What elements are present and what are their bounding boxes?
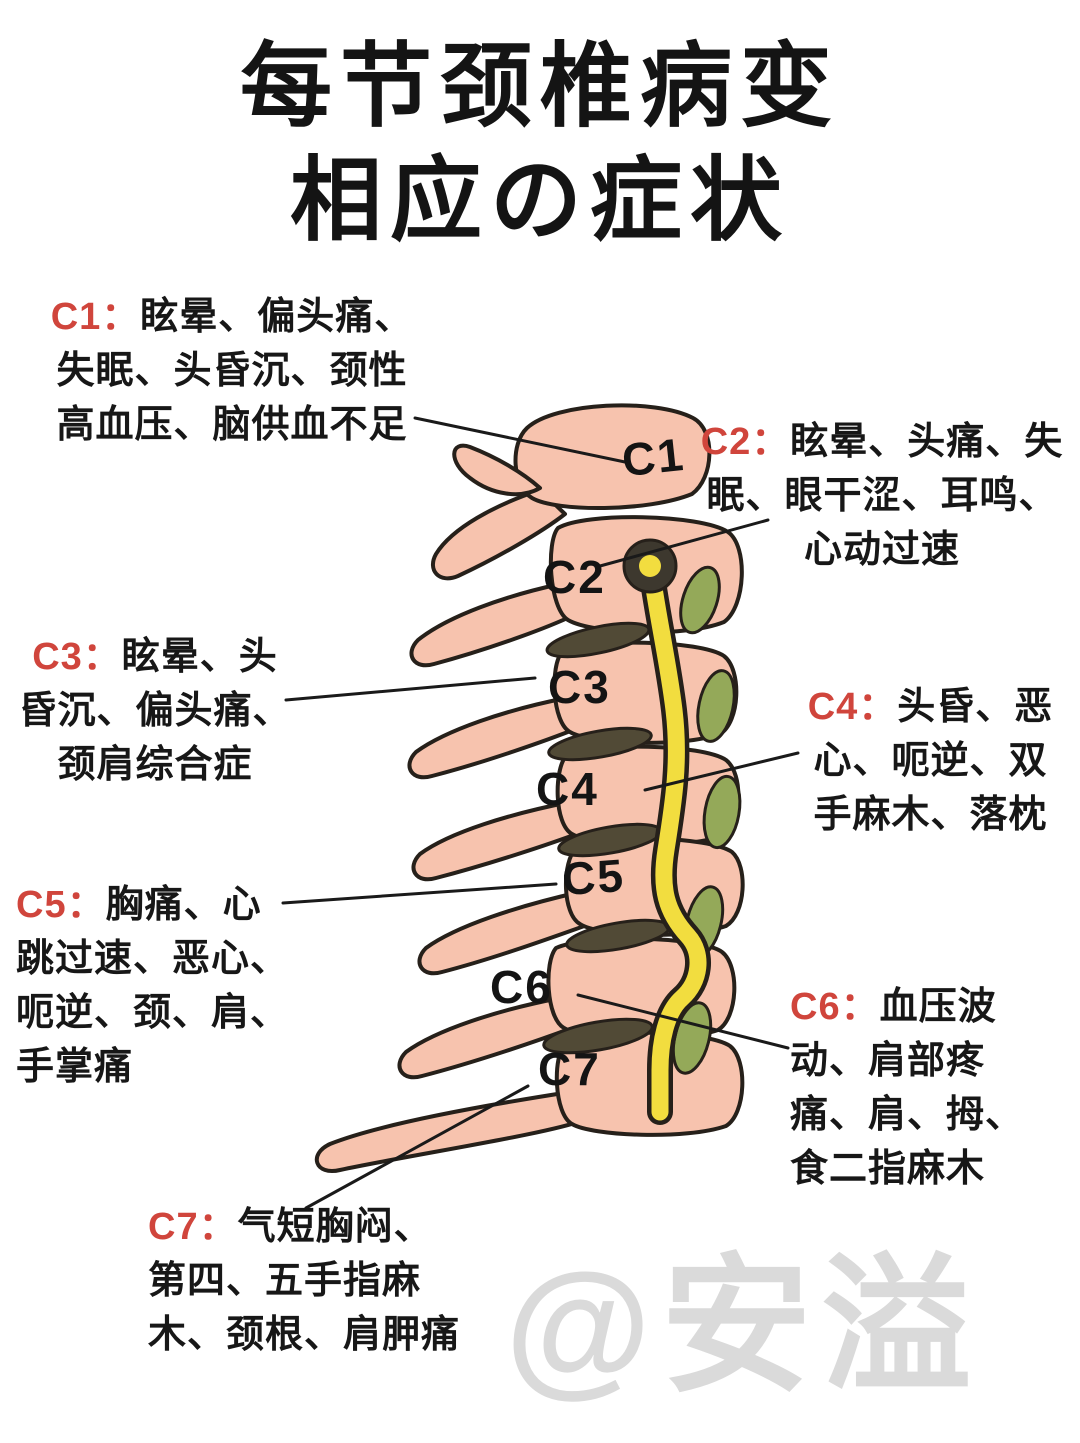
annotation-c4-text-2: 心、呃逆、双: [813, 740, 1048, 782]
annotation-c5-text-2: 跳过速、恶心、: [16, 938, 290, 980]
annotation-c7-text-2: 第四、五手指麻: [148, 1260, 422, 1302]
annotation-c6: C6：血压波 动、肩部疼 痛、肩、拇、 食二指麻木: [790, 980, 1050, 1196]
title-line-1: 每节颈椎病变: [239, 36, 840, 138]
annotation-c2-text-2: 眠、眼干涩、耳鸣、: [706, 475, 1058, 517]
annotation-c1-text-3: 高血压、脑供血不足: [56, 404, 408, 446]
annotation-c2-number: C2：: [700, 421, 791, 463]
spine-label-c2: C2: [543, 551, 606, 603]
annotation-c7-text-1: 气短胸闷、: [237, 1206, 433, 1248]
spine-label-c3: C3: [548, 661, 611, 713]
leader-line-c1: [413, 416, 627, 464]
nerve-cord: [637, 547, 711, 1125]
leader-line-c6: [576, 993, 790, 1050]
annotation-c1-line-1: C1：眩晕、偏头痛、: [22, 290, 442, 344]
annotation-c1-text-2: 失眠、头昏沉、颈性: [56, 350, 408, 392]
leader-line-c5: [281, 882, 558, 905]
annotation-c7: C7：气短胸闷、 第四、五手指麻 木、颈根、肩胛痛: [148, 1200, 498, 1362]
leader-lines: [281, 416, 800, 1210]
annotation-c4-text-1: 头昏、恶: [897, 686, 1054, 728]
annotation-c6-text-3: 痛、肩、拇、: [790, 1094, 1025, 1136]
spine-label-c7: C7: [538, 1043, 601, 1095]
spine-label-c4: C4: [536, 763, 599, 815]
annotation-c6-text-4: 食二指麻木: [790, 1148, 986, 1190]
leader-line-c3: [284, 676, 537, 702]
annotation-c3-text-3: 颈肩综合症: [57, 744, 253, 786]
annotation-c7-line-1: C7：气短胸闷、: [148, 1200, 498, 1254]
annotation-c6-line-1: C6：血压波: [790, 980, 1050, 1034]
annotation-c2: C2：眩晕、头痛、失 眠、眼干涩、耳鸣、 心动过速: [692, 415, 1072, 577]
annotation-c7-text-3: 木、颈根、肩胛痛: [148, 1314, 461, 1356]
annotation-c4-number: C4：: [807, 686, 898, 728]
annotation-c3-line-1: C3：眩晕、头: [10, 630, 300, 684]
annotation-c4: C4：头昏、恶 心、呃逆、双 手麻木、落枕: [788, 680, 1073, 842]
annotation-c6-text-1: 血压波: [879, 986, 997, 1028]
leader-line-c7: [304, 1084, 530, 1210]
annotation-c2-text-3: 心动过速: [803, 529, 960, 571]
spine-label-c1: C1: [619, 427, 688, 487]
annotation-c2-line-1: C2：眩晕、头痛、失: [692, 415, 1072, 469]
annotation-c4-text-3: 手麻木、落枕: [813, 794, 1048, 836]
annotation-c3: C3：眩晕、头 昏沉、偏头痛、 颈肩综合症: [10, 630, 300, 792]
intervertebral-discs: [542, 621, 671, 1055]
annotation-c1-text-1: 眩晕、偏头痛、: [140, 296, 414, 338]
annotation-c1: C1：眩晕、偏头痛、 失眠、头昏沉、颈性 高血压、脑供血不足: [22, 290, 442, 452]
annotation-c6-number: C6：: [790, 986, 880, 1028]
leader-line-c2: [598, 518, 770, 568]
annotation-c5-text-4: 手掌痛: [16, 1046, 134, 1088]
annotation-c5-text-1: 胸痛、心: [105, 884, 262, 926]
spine-label-c5: C5: [560, 848, 627, 906]
annotation-c3-text-2: 昏沉、偏头痛、: [18, 690, 292, 732]
annotation-c6-text-2: 动、肩部疼: [790, 1040, 986, 1082]
annotation-c5: C5：胸痛、心 跳过速、恶心、 呃逆、颈、肩、 手掌痛: [16, 878, 301, 1094]
annotation-c5-text-3: 呃逆、颈、肩、: [16, 992, 290, 1034]
leader-line-c4: [643, 751, 800, 792]
annotation-c2-text-1: 眩晕、头痛、失: [790, 421, 1064, 463]
annotation-c4-line-1: C4：头昏、恶: [788, 680, 1073, 734]
watermark: @安溢: [505, 1242, 982, 1410]
annotation-c3-number: C3：: [32, 636, 122, 678]
annotation-c3-text-1: 眩晕、头: [121, 636, 278, 678]
annotation-c5-number: C5：: [16, 884, 106, 926]
vertebra-c1-shape: [430, 403, 712, 581]
annotation-c5-line-1: C5：胸痛、心: [16, 878, 301, 932]
foramen: [622, 538, 678, 594]
title-line-2: 相应の症状: [289, 150, 790, 252]
annotation-c7-number: C7：: [148, 1206, 238, 1248]
annotation-c1-number: C1：: [50, 296, 141, 338]
page-title: 每节颈椎病变 相应の症状: [0, 30, 1080, 258]
spine-label-c6: C6: [490, 961, 553, 1013]
